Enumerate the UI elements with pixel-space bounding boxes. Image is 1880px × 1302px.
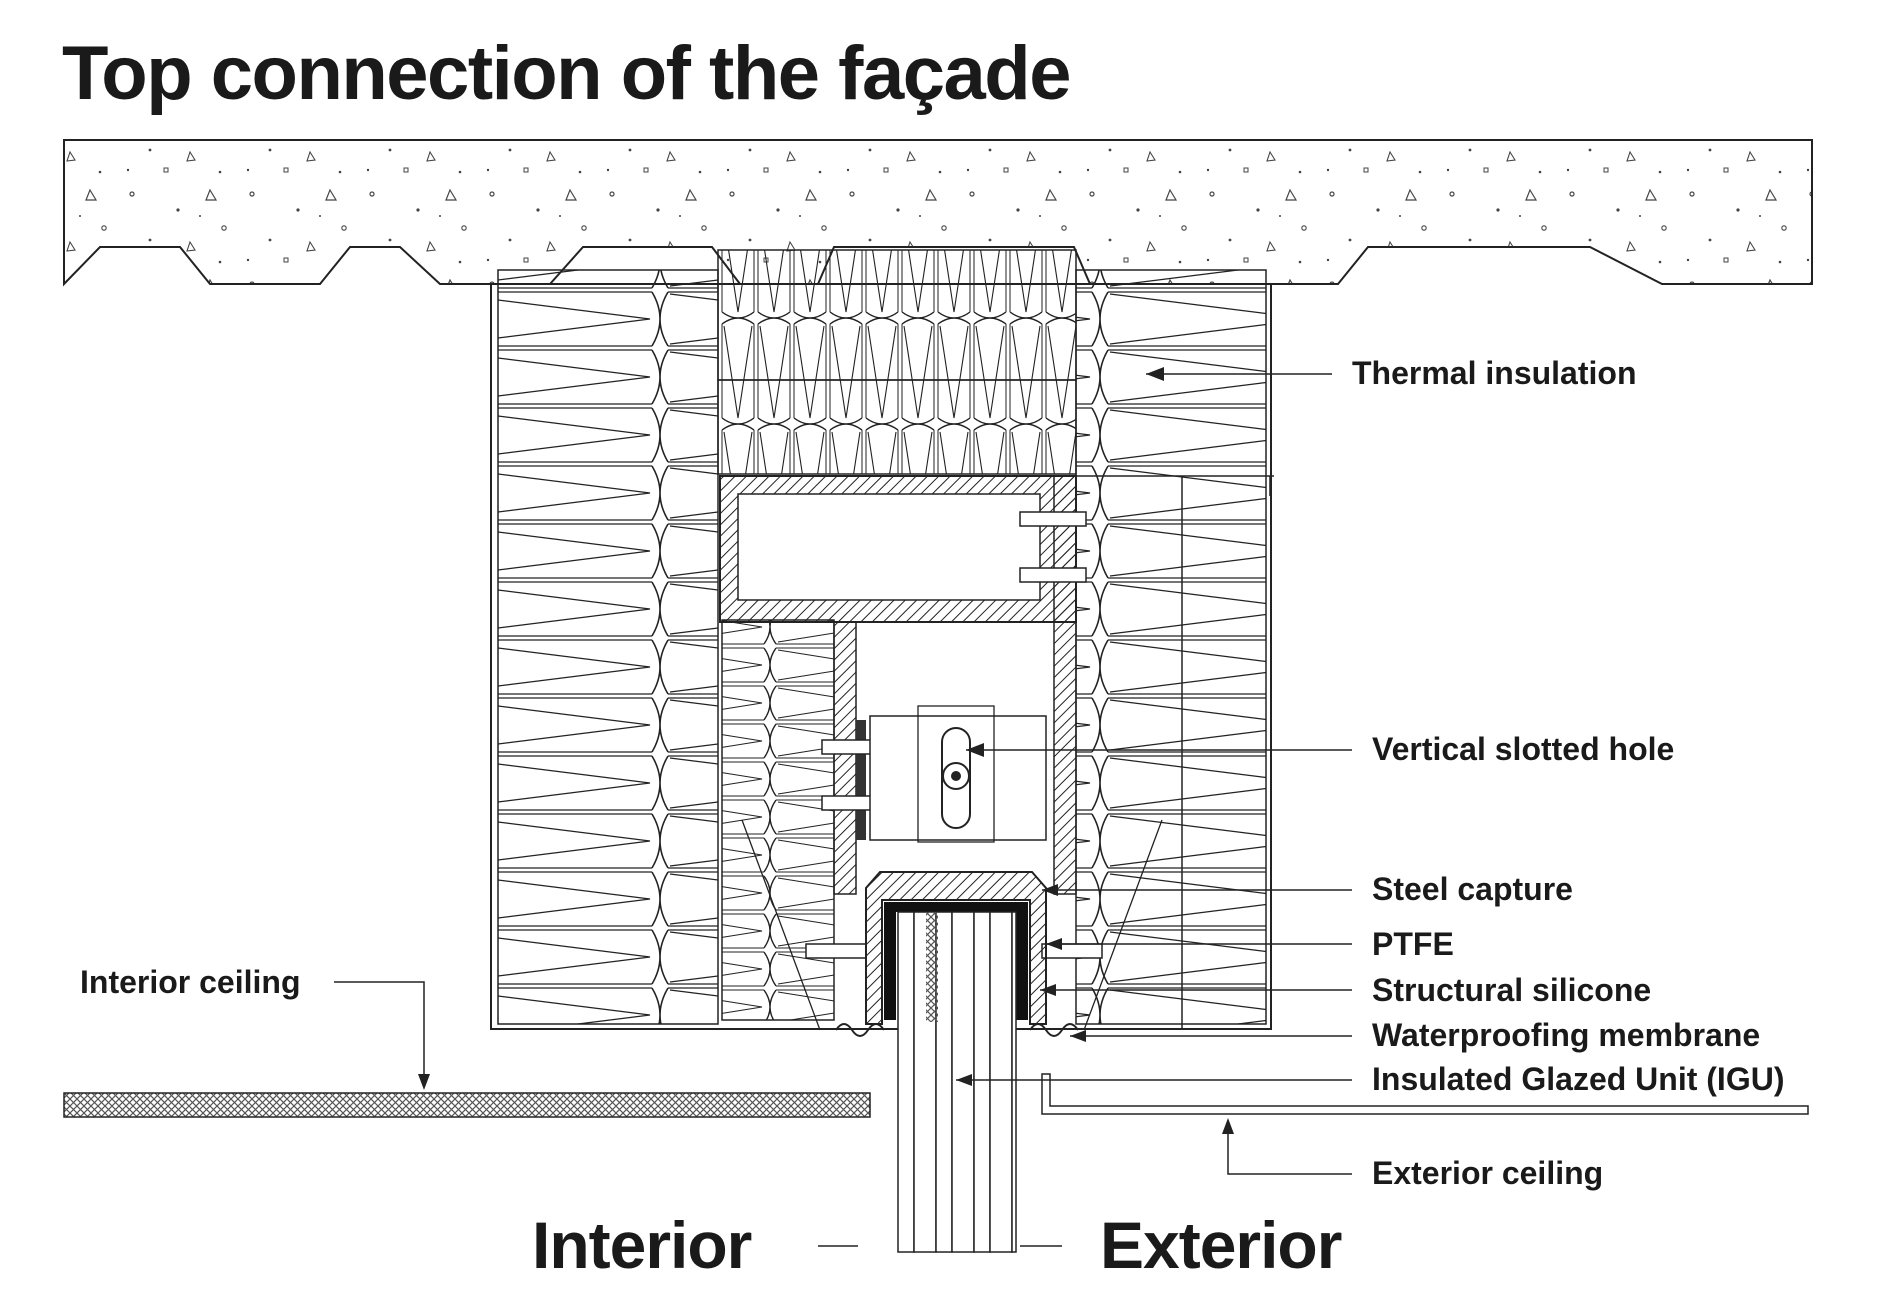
- label-ptfe: PTFE: [1372, 926, 1454, 962]
- igu-glass: [897, 911, 1017, 1253]
- label-exterior-side: Exterior: [1100, 1208, 1342, 1282]
- label-waterproofing-membrane: Waterproofing membrane: [1372, 1017, 1761, 1053]
- interior-ceiling: [63, 1092, 871, 1118]
- label-thermal-insulation: Thermal insulation: [1352, 355, 1637, 391]
- steel-capture: [865, 871, 1047, 1025]
- exterior-ceiling: [1041, 1073, 1809, 1115]
- label-vertical-slotted-hole: Vertical slotted hole: [1372, 731, 1675, 767]
- label-igu: Insulated Glazed Unit (IGU): [1372, 1061, 1785, 1097]
- diagram-title: Top connection of the façade: [62, 31, 1071, 116]
- label-steel-capture: Steel capture: [1372, 871, 1573, 907]
- label-interior-ceiling: Interior ceiling: [80, 964, 301, 1000]
- label-interior-side: Interior: [532, 1208, 752, 1282]
- label-exterior-ceiling: Exterior ceiling: [1372, 1155, 1604, 1191]
- label-structural-silicone: Structural silicone: [1372, 972, 1652, 1008]
